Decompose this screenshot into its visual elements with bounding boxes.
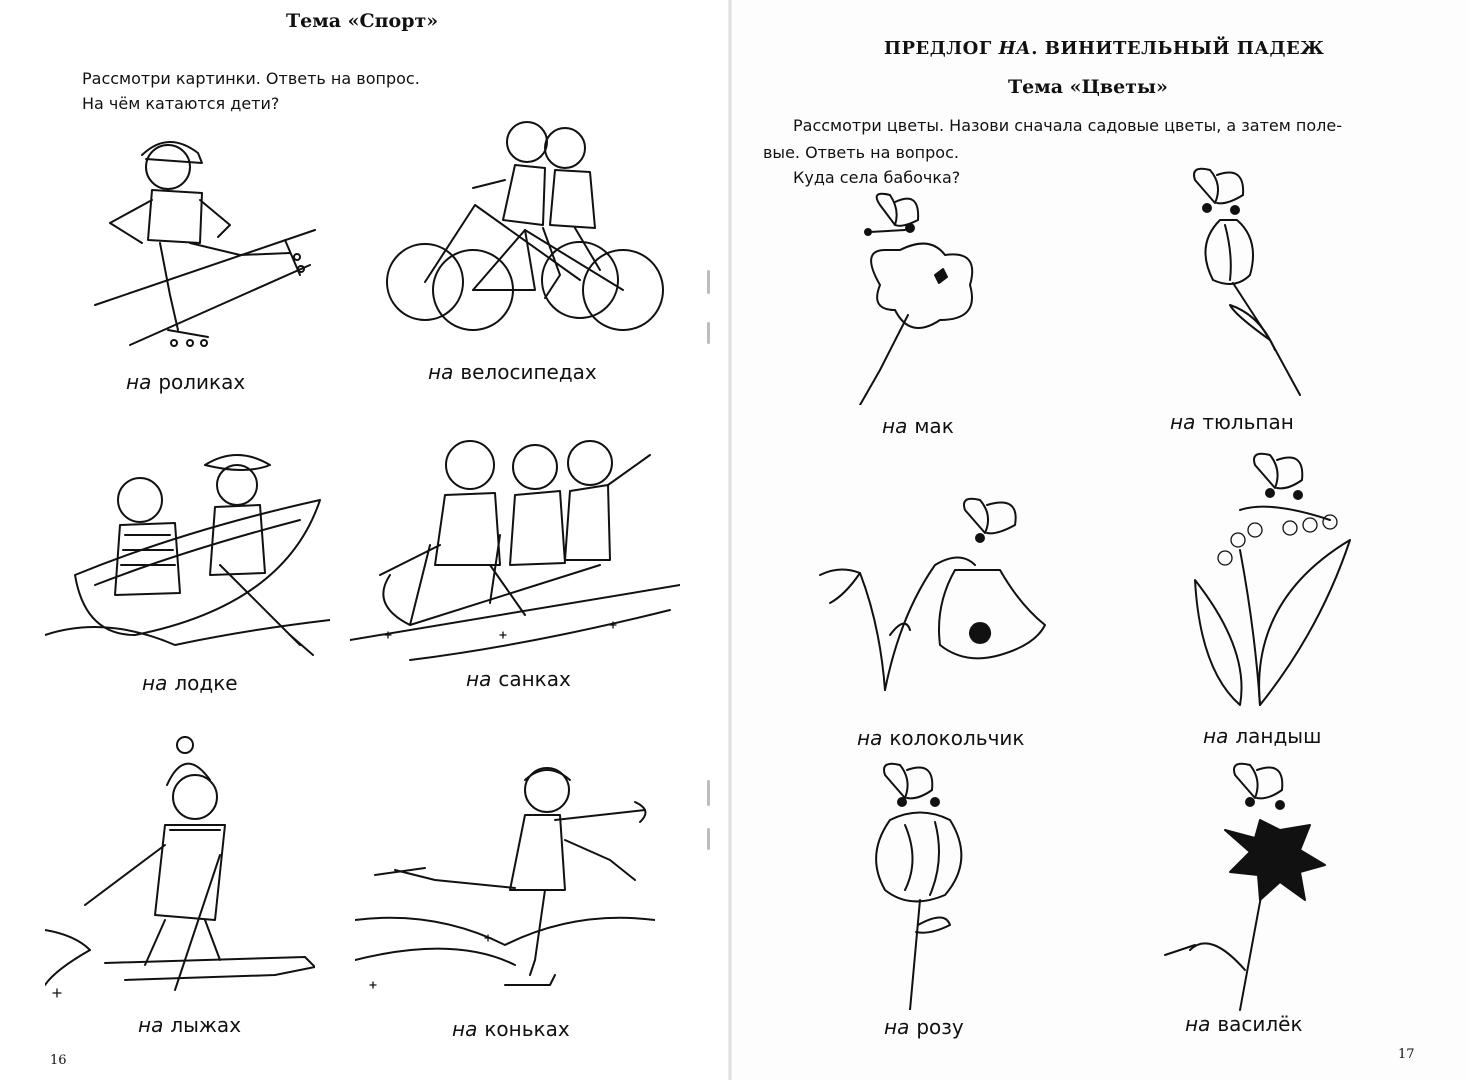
right-instruction-line-2: вые. Ответь на вопрос. [763,143,959,162]
bellflower-with-butterfly-illustration [815,495,1055,695]
book-spine [728,0,732,1080]
right-topic-title: Тема «Цветы» [1008,76,1168,98]
cornflower-with-butterfly-illustration [1160,760,1340,1015]
right-page-number: 17 [1398,1047,1415,1062]
skiing-child-illustration [45,735,315,1005]
rollerblading-boy-illustration [90,125,320,350]
children-on-bicycles-illustration [385,110,675,350]
staple [707,780,710,806]
left-page [0,0,730,1080]
left-topic-title: Тема «Спорт» [286,10,439,32]
tulip-with-butterfly-illustration [1175,165,1315,400]
right-instruction-line-1: Рассмотри цветы. Назови сначала садовые … [793,116,1342,135]
left-instruction-line-1: Рассмотри картинки. Ответь на вопрос. [82,69,420,88]
lily-of-the-valley-with-butterfly-illustration [1180,450,1360,715]
children-in-boat-illustration [45,445,330,660]
staple [707,270,710,294]
left-instruction-line-2: На чём катаются дети? [82,94,280,113]
poppy-with-butterfly-illustration [840,190,1000,405]
left-page-number: 16 [50,1053,67,1068]
rose-with-butterfly-illustration [850,760,990,1010]
right-instruction-line-3: Куда села бабочка? [793,168,961,187]
ice-skating-girl-illustration [355,760,655,1005]
staple [707,322,710,344]
staple [707,828,710,850]
right-page [730,0,1468,1080]
section-title: ПРЕДЛОГ НА. ВИНИТЕЛЬНЫЙ ПАДЕЖ [884,38,1325,59]
children-on-sled-illustration [350,425,680,665]
